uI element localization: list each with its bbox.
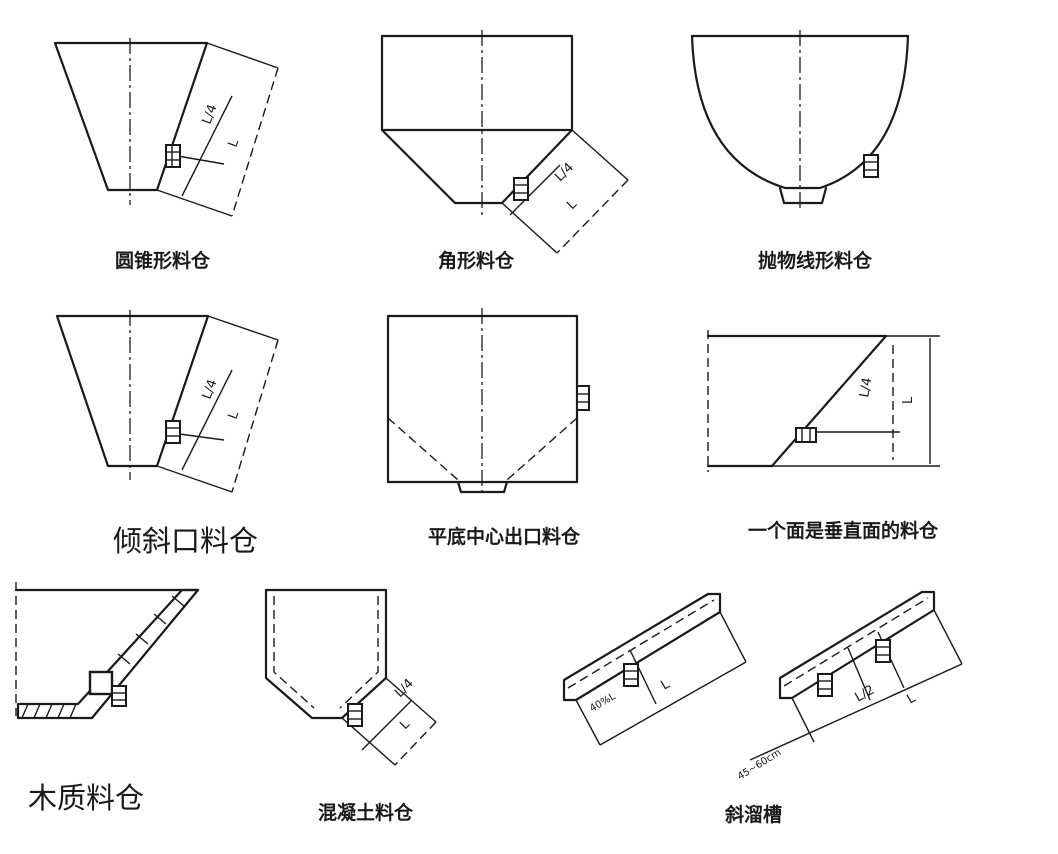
level-sensor bbox=[623, 663, 639, 687]
conical-silo: L/4 L bbox=[53, 38, 279, 217]
dim-pct: 40%L bbox=[588, 691, 618, 715]
dim-l2: L/2 bbox=[853, 683, 878, 706]
caption-angular: 角形料仓 bbox=[438, 250, 515, 272]
dim-l: L bbox=[905, 690, 919, 707]
caption-conical: 圆锥形料仓 bbox=[115, 250, 211, 272]
level-sensor bbox=[165, 420, 181, 444]
dim-l4: L/4 bbox=[552, 160, 577, 185]
level-sensor bbox=[513, 177, 529, 201]
flat-bottom-silo bbox=[386, 308, 590, 494]
dim-l4: L/4 bbox=[200, 103, 221, 127]
level-sensor bbox=[576, 385, 590, 411]
caption-one-vertical: 一个面是垂直面的料仓 bbox=[748, 520, 939, 542]
wooden-silo bbox=[14, 582, 200, 720]
dim-l4: L/4 bbox=[200, 378, 221, 402]
dim-l: L bbox=[397, 717, 413, 733]
dim-l4: L/4 bbox=[857, 376, 875, 398]
chute-left: 40%L L bbox=[562, 592, 747, 746]
parabolic-silo bbox=[690, 30, 910, 210]
level-sensor bbox=[863, 154, 879, 178]
dim-l: L bbox=[226, 409, 243, 422]
caption-concrete: 混凝土料仓 bbox=[318, 802, 414, 824]
caption-inclined-outlet: 倾斜口料仓 bbox=[113, 524, 259, 558]
level-sensor bbox=[88, 670, 127, 707]
inclined-outlet-silo: L/4 L bbox=[55, 310, 279, 493]
level-sensor bbox=[347, 703, 363, 727]
dim-l: L bbox=[659, 676, 673, 693]
dim-l: L bbox=[564, 197, 580, 213]
chute-right: 45~60cm L/2 L bbox=[736, 590, 963, 783]
caption-wooden: 木质料仓 bbox=[28, 781, 145, 815]
level-sensor bbox=[875, 639, 891, 663]
level-sensor bbox=[817, 673, 833, 697]
angular-silo: L/4 L bbox=[380, 30, 629, 254]
level-sensor bbox=[165, 144, 181, 168]
concrete-silo: L/4 L bbox=[264, 588, 437, 766]
caption-flat-bottom: 平底中心出口料仓 bbox=[428, 526, 581, 548]
level-sensor bbox=[795, 427, 817, 443]
caption-chute: 斜溜槽 bbox=[725, 804, 783, 826]
dim-range: 45~60cm bbox=[736, 747, 783, 782]
dim-l4: L/4 bbox=[392, 676, 417, 701]
dim-l: L bbox=[901, 396, 916, 404]
dim-l: L bbox=[226, 137, 243, 150]
caption-parabolic: 抛物线形料仓 bbox=[758, 250, 873, 272]
one-vertical-face-silo: L/4 L bbox=[706, 330, 940, 472]
